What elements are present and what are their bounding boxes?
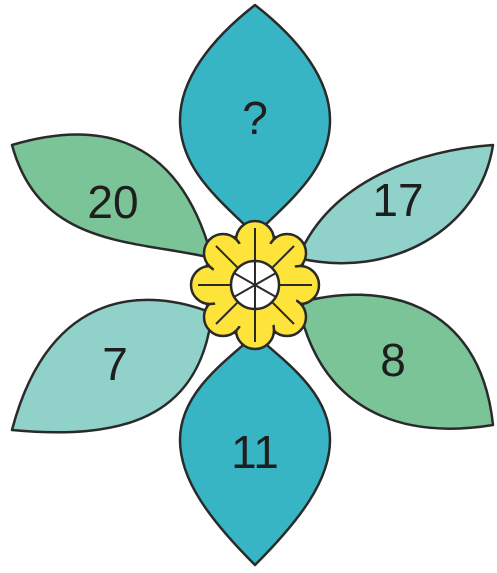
center-flower bbox=[191, 221, 319, 349]
petal-upper-right-number: 17 bbox=[372, 174, 423, 226]
petal-top-number: ? bbox=[242, 92, 268, 144]
petal-lower-right-number: 8 bbox=[380, 334, 406, 386]
petal-upper-left-number: 20 bbox=[87, 176, 138, 228]
petal-bottom-number: 11 bbox=[231, 426, 279, 478]
petal-lower-left-number: 7 bbox=[102, 338, 128, 390]
